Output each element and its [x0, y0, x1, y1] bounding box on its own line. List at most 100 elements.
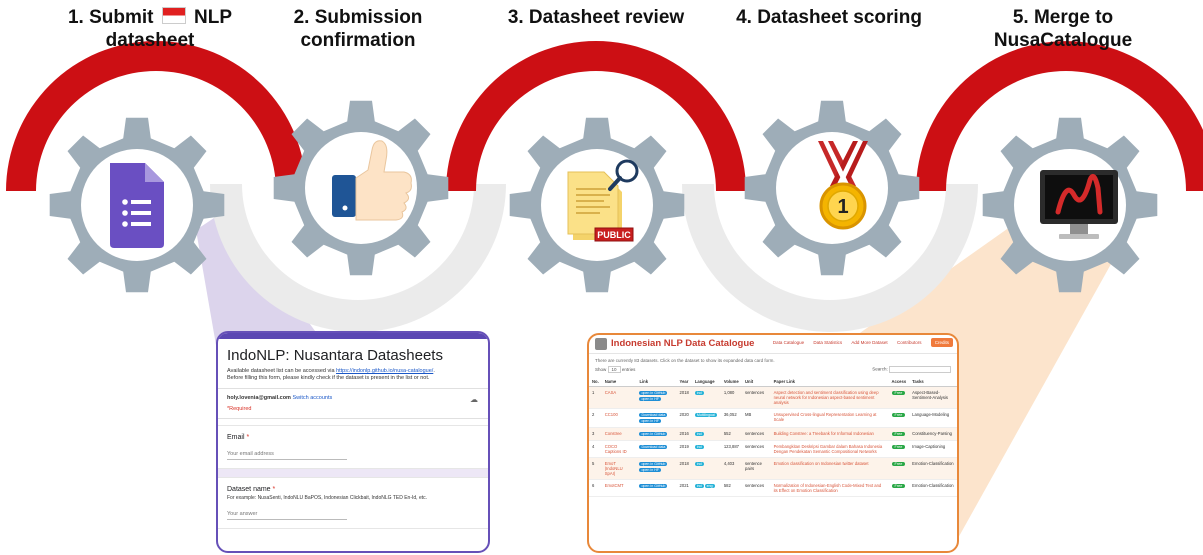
catalogue-title: Indonesian NLP Data Catalogue — [611, 338, 755, 349]
cell-paper[interactable]: Aspect detection and sentiment classific… — [770, 386, 889, 409]
link-badge[interactable]: Download data — [639, 445, 668, 449]
cell-tasks: Aspect-Based-Sentiment-Analysis — [909, 386, 957, 409]
link-badge[interactable]: open in GitHub — [639, 391, 668, 395]
search-input[interactable] — [889, 366, 951, 373]
form-description-line2: Before filling this form, please kindly … — [227, 375, 430, 381]
cell-year: 2016 — [676, 427, 692, 441]
paper-text[interactable]: Emotion classification on Indonesian twi… — [773, 461, 869, 466]
name-text[interactable]: CASA — [604, 390, 617, 395]
cell-unit: sentences — [741, 427, 771, 441]
name-text[interactable]: EmotCMT — [604, 483, 624, 488]
volume-text: 582 — [723, 483, 731, 488]
name-text[interactable]: Constree — [604, 431, 622, 436]
indonesia-flag-icon — [161, 7, 186, 24]
nav-contributors[interactable]: Contributors — [896, 340, 922, 345]
step-3-title-line1: 3. Datasheet review — [507, 7, 685, 28]
cell-language: ind — [691, 440, 721, 458]
public-document-magnifier-icon: PUBLIC — [567, 159, 639, 242]
column-header[interactable]: Paper Link — [770, 377, 889, 387]
catalogue-link[interactable]: https://indonlp.github.io/nusa-catalogue… — [336, 368, 434, 374]
step-5-title-line2: NusaCatalogue — [993, 30, 1133, 51]
email-field[interactable]: Your email address — [227, 451, 347, 460]
question-divider — [218, 469, 488, 477]
entries-select[interactable]: 10 — [607, 366, 621, 373]
name-text[interactable]: EmoT (IndoNLU SpAI) — [604, 461, 623, 476]
access-text: Free — [891, 432, 906, 436]
year-text: 2020 — [679, 412, 689, 417]
catalogue-navbar: Indonesian NLP Data Catalogue Data Catal… — [589, 335, 957, 354]
column-header[interactable]: Language — [691, 377, 721, 387]
paper-text[interactable]: Building Constree: a Treebank for Inform… — [773, 431, 874, 436]
cell-language: Multilingual — [691, 408, 721, 428]
cell-tasks: Image-Captioning — [909, 440, 957, 458]
cell-paper[interactable]: Normalization of Indonesian-English Code… — [770, 479, 889, 497]
nav-data-catalogue[interactable]: Data Catalogue — [772, 340, 805, 345]
cell-volume: 582 — [720, 479, 742, 497]
arc-step1-top — [6, 41, 306, 191]
paper-text[interactable]: Aspect detection and sentiment classific… — [773, 390, 879, 405]
cell-name[interactable]: CASA — [601, 386, 637, 409]
arc-step2-bottom — [210, 184, 506, 332]
nav-add-more-dataset[interactable]: Add More Dataset — [851, 340, 888, 345]
step-1-title-nlp: NLP — [194, 7, 233, 28]
step-2-title-line2: confirmation — [300, 30, 416, 51]
link-badge[interactable]: open in HF — [639, 419, 662, 423]
cell-paper[interactable]: Building Constree: a Treebank for Inform… — [770, 427, 889, 441]
cell-no: 4 — [589, 440, 602, 458]
column-header[interactable]: Tasks — [909, 377, 957, 387]
link-badge[interactable]: open in GitHub — [639, 484, 668, 488]
switch-accounts-link[interactable]: Switch accounts — [292, 395, 333, 401]
paper-text[interactable]: Normalization of Indonesian-English Code… — [773, 483, 882, 493]
column-header[interactable]: Name — [601, 377, 637, 387]
cell-access: Free — [888, 408, 910, 428]
link-badge[interactable]: open in HF — [639, 397, 662, 401]
cell-name[interactable]: Constree — [601, 427, 637, 441]
column-header[interactable]: Link — [636, 377, 677, 387]
dataset-name-field[interactable]: Your answer — [227, 511, 347, 520]
cell-language: ind — [691, 386, 721, 409]
unit-text: MB — [744, 412, 752, 417]
cell-name[interactable]: COCO Captions ID — [601, 440, 637, 458]
volume-text: 1,080 — [723, 390, 735, 395]
link-badge[interactable]: open in HF — [639, 468, 662, 472]
name-text[interactable]: COCO Captions ID — [604, 444, 627, 454]
cell-name[interactable]: CC100 — [601, 408, 637, 428]
column-header[interactable]: No. — [589, 377, 602, 387]
tasks-text: Image-Captioning — [912, 444, 946, 449]
column-header[interactable]: Volume — [720, 377, 742, 387]
link-badge[interactable]: Download data — [639, 413, 668, 417]
cell-paper[interactable]: Pembangkitan Deskripsi Gambar dalam Baha… — [770, 440, 889, 458]
cell-name[interactable]: EmotCMT — [601, 479, 637, 497]
thumbs-up-icon — [332, 140, 412, 221]
unit-text: sentences — [744, 390, 765, 395]
link-badge[interactable]: open in GitHub — [639, 462, 668, 466]
dataset-name-label-text: Dataset name — [227, 486, 271, 493]
cell-volume: 552 — [720, 427, 742, 441]
no-text: 2 — [592, 412, 595, 417]
cell-access: Free — [888, 427, 910, 441]
nav-credits[interactable]: Credits — [930, 338, 953, 347]
column-header[interactable]: Unit — [741, 377, 771, 387]
link-badge[interactable]: open in GitHub — [639, 432, 668, 436]
cell-paper[interactable]: Emotion classification on Indonesian twi… — [770, 457, 889, 480]
dataset-name-label: Dataset name * — [227, 486, 479, 493]
cell-paper[interactable]: Unsupervised Cross-lingual Representatio… — [770, 408, 889, 428]
cell-name[interactable]: EmoT (IndoNLU SpAI) — [601, 457, 637, 480]
cell-unit: sentences — [741, 479, 771, 497]
paper-text[interactable]: Pembangkitan Deskripsi Gambar dalam Baha… — [773, 444, 883, 454]
paper-text[interactable]: Unsupervised Cross-lingual Representatio… — [773, 412, 877, 422]
step-2-title-line1: 2. Submission — [293, 7, 423, 28]
nav-data-statistics[interactable]: Data Statistics — [813, 340, 843, 345]
google-forms-icon — [110, 163, 164, 248]
column-header[interactable]: Year — [676, 377, 692, 387]
column-header[interactable]: Access — [888, 377, 910, 387]
cell-volume: 1,080 — [720, 386, 742, 409]
name-text[interactable]: CC100 — [604, 412, 618, 417]
